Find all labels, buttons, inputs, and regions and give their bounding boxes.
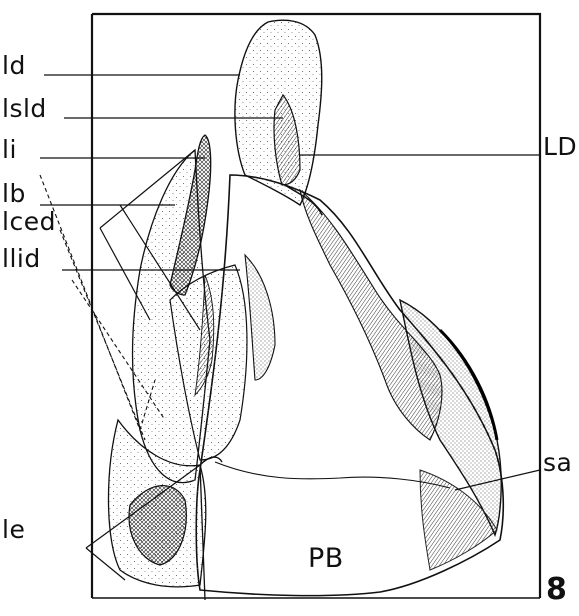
label-llid: llid	[2, 246, 41, 271]
label-lsld: lsld	[2, 96, 47, 121]
label-lb: lb	[2, 181, 26, 206]
label-li: li	[2, 137, 17, 162]
label-ld: ld	[2, 53, 26, 78]
label-LD: LD	[543, 134, 577, 159]
label-sa: sa	[543, 450, 572, 475]
dashed-lced	[60, 230, 145, 440]
label-PB: PB	[308, 545, 344, 572]
figure-number: 8	[546, 575, 567, 605]
label-le: le	[2, 517, 25, 542]
label-lced: lced	[2, 209, 56, 234]
